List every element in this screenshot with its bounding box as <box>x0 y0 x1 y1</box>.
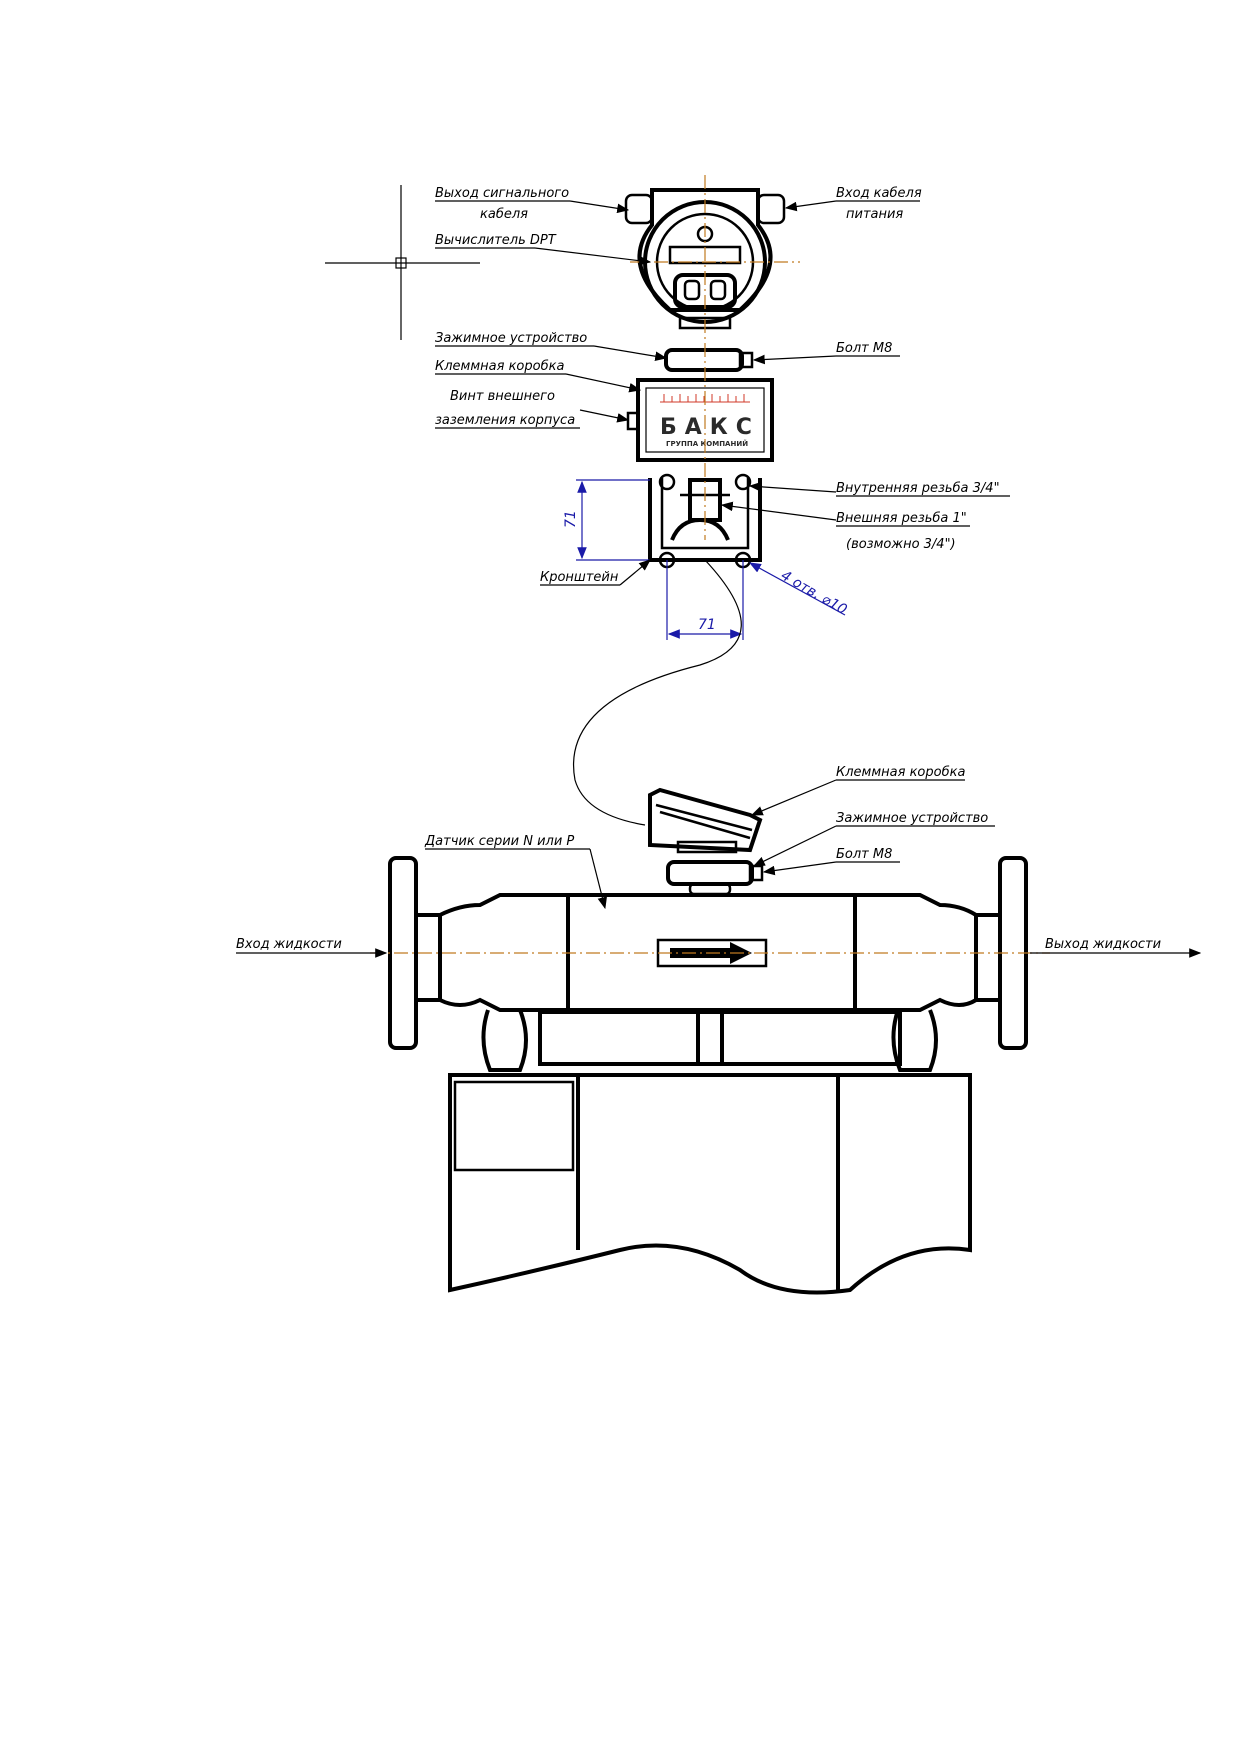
label-terminal-box-bottom: Клеммная коробка <box>750 765 965 816</box>
label-bolt-top: Болт М8 <box>752 341 900 365</box>
svg-text:Клеммная коробка: Клеммная коробка <box>836 765 965 780</box>
svg-text:Болт М8: Болт М8 <box>836 341 892 356</box>
svg-text:заземления корпуса: заземления корпуса <box>435 413 575 428</box>
holes-callout: 4 отв. ⌀10 <box>748 562 850 619</box>
svg-text:питания: питания <box>846 207 903 222</box>
svg-text:Зажимное устройство: Зажимное устройство <box>836 811 988 826</box>
label-ground-screw: Винт внешнего заземления корпуса <box>435 389 630 429</box>
svg-text:Выход жидкости: Выход жидкости <box>1045 937 1161 952</box>
svg-text:Вход жидкости: Вход жидкости <box>236 937 342 952</box>
baks-logo: БАКС ГРУППА КОМПАНИЙ <box>652 392 760 448</box>
svg-text:Датчик серии N или P: Датчик серии N или P <box>424 834 574 849</box>
svg-text:Кронштейн: Кронштейн <box>540 570 619 585</box>
label-fluid-in: Вход жидкости <box>236 937 388 958</box>
holes-label: 4 отв. ⌀10 <box>778 568 850 619</box>
ucs-crosshair <box>325 185 480 340</box>
svg-text:кабеля: кабеля <box>480 207 528 222</box>
label-power-cable-in: Вход кабеля питания <box>784 186 922 222</box>
label-inner-thread: Внутренняя резьба 3/4" <box>748 481 1010 497</box>
dimension-vertical: 71 <box>563 479 650 561</box>
svg-text:Вход кабеля: Вход кабеля <box>836 186 922 201</box>
label-computer-dpt: Вычислитель DPT <box>435 233 652 266</box>
clamp-device-top <box>664 348 754 372</box>
label-bracket: Кронштейн <box>540 559 651 586</box>
logo-name: БАКС <box>660 415 760 440</box>
label-terminal-box-top: Клеммная коробка <box>435 359 642 393</box>
svg-text:Винт внешнего: Винт внешнего <box>450 389 555 404</box>
svg-text:Зажимное устройство: Зажимное устройство <box>435 331 587 346</box>
svg-text:Внешняя резьба 1": Внешняя резьба 1" <box>836 511 967 526</box>
svg-text:Выход сигнального: Выход сигнального <box>435 186 569 201</box>
connecting-cable <box>573 559 742 826</box>
dimension-vertical-value: 71 <box>563 510 579 528</box>
sensor-terminal-box <box>648 787 763 854</box>
svg-text:Вычислитель DPT: Вычислитель DPT <box>435 233 557 248</box>
svg-text:Внутренняя резьба 3/4": Внутренняя резьба 3/4" <box>836 481 1000 496</box>
svg-text:Болт М8: Болт М8 <box>836 847 892 862</box>
svg-text:(возможно 3/4"): (возможно 3/4") <box>846 537 956 552</box>
sensor-body <box>388 856 1028 1072</box>
label-bolt-bottom: Болт М8 <box>762 847 900 876</box>
label-outer-thread: Внешняя резьба 1" (возможно 3/4") <box>720 501 970 552</box>
dimension-horizontal-value: 71 <box>698 617 716 633</box>
sensor-clamp-device <box>666 860 764 896</box>
label-fluid-out: Выход жидкости <box>1030 937 1202 958</box>
label-signal-cable-out: Выход сигнального кабеля <box>435 186 630 222</box>
dimension-horizontal: 71 <box>666 560 744 640</box>
sensor-housing <box>448 1073 972 1295</box>
label-sensor-series: Датчик серии N или P <box>424 834 607 910</box>
svg-text:Клеммная коробка: Клеммная коробка <box>435 359 564 374</box>
logo-subtitle: ГРУППА КОМПАНИЙ <box>666 439 748 448</box>
label-clamp-top: Зажимное устройство <box>435 331 668 361</box>
label-clamp-bottom: Зажимное устройство <box>752 811 995 867</box>
